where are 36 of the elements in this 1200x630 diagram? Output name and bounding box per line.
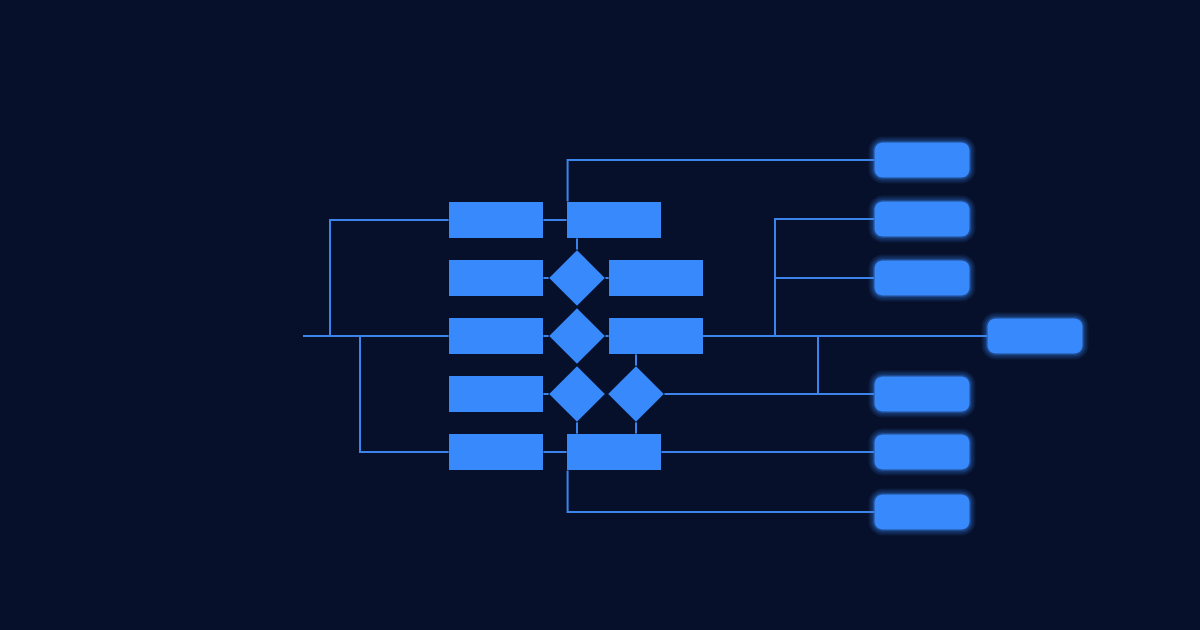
connector-line [542,335,550,337]
connector-line [576,237,578,251]
rounded-box [868,370,976,418]
connector-line [635,421,637,435]
connector-line [542,451,568,453]
connector-line [635,353,637,367]
process-box [567,202,661,238]
rounded-box [868,488,976,536]
connector-line [604,335,610,337]
process-box [449,260,543,296]
connector-line [566,469,876,513]
decision-diamond [608,366,664,422]
process-box [449,376,543,412]
connector-line [566,159,876,203]
decision-diamond [549,366,605,422]
rounded-box [868,195,976,243]
rounded-box [868,254,976,302]
process-box [449,318,543,354]
connector-line [542,219,568,221]
process-box [609,318,703,354]
connector-line [542,277,550,279]
rounded-box [868,136,976,184]
decision-diamond [549,308,605,364]
connector-line [663,393,876,395]
process-box [449,434,543,470]
connector-line [576,421,578,435]
rounded-box [981,312,1089,360]
connector-line [542,393,550,395]
connector-line [302,335,450,453]
connector-line [660,451,876,453]
process-box [609,260,703,296]
process-box [567,434,661,470]
rounded-box [868,428,976,476]
decision-diamond [549,250,605,306]
process-box [449,202,543,238]
connector-line [604,277,610,279]
